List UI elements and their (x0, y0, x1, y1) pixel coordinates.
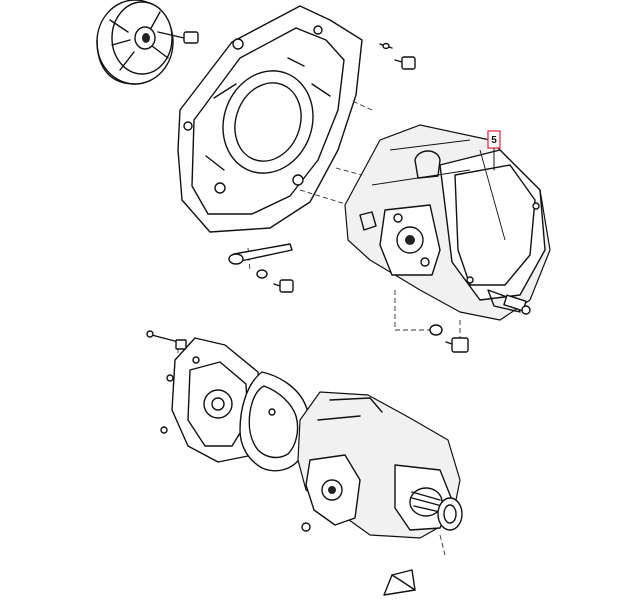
gasket[interactable] (239, 371, 310, 472)
hex-bolt[interactable] (379, 42, 416, 70)
washer[interactable] (256, 269, 268, 279)
exploded-pump-assembly[interactable] (297, 391, 461, 539)
hex-bolt[interactable] (445, 337, 469, 353)
callout-5: 5 (487, 130, 501, 171)
bell-housing[interactable] (177, 5, 363, 233)
flywheel-coupling[interactable] (96, 0, 174, 85)
hex-bolt[interactable] (273, 279, 294, 293)
lever-pin[interactable] (228, 243, 293, 265)
hex-bolt[interactable] (157, 31, 199, 44)
callout-label: 5 (491, 135, 497, 146)
washer[interactable] (437, 497, 463, 531)
key[interactable] (383, 569, 416, 596)
hydraulic-pump-assembly[interactable] (344, 124, 551, 321)
washer[interactable] (429, 324, 443, 336)
